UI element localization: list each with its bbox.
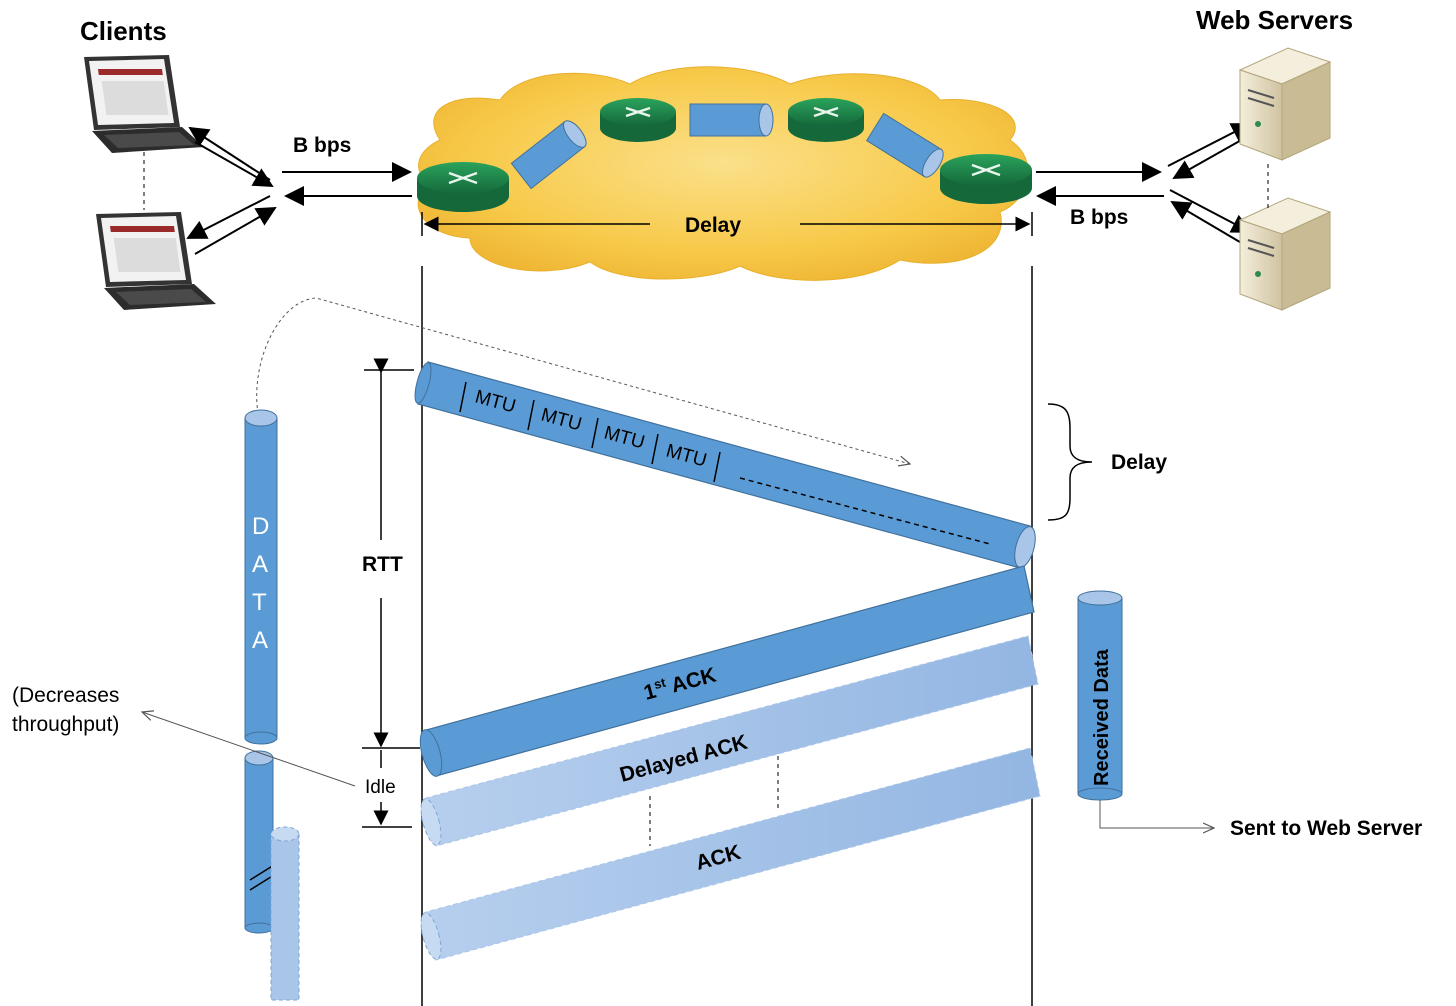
router-icon xyxy=(600,98,676,142)
delay-brace xyxy=(1047,403,1093,521)
decreases-throughput-label-line1: (Decreases xyxy=(12,684,119,707)
data-flow-dashed-arrow xyxy=(256,297,910,464)
bandwidth-left-label: B bps xyxy=(293,134,351,157)
client-arrows xyxy=(186,126,412,255)
network-link-pipes xyxy=(510,103,944,190)
clients-title: Clients xyxy=(80,16,167,46)
server-icon xyxy=(1238,47,1332,161)
data-letter: A xyxy=(252,551,268,578)
router-icon xyxy=(940,154,1032,204)
delayed-ack-pipe xyxy=(420,635,1039,847)
received-data-label: Received Data xyxy=(1091,648,1113,786)
idle-marker xyxy=(362,750,412,828)
throughput-pointer-arrow xyxy=(142,712,356,787)
data-letter: D xyxy=(252,513,269,540)
ack-pipe xyxy=(420,747,1041,961)
router-icon xyxy=(417,162,509,212)
router-icon xyxy=(788,98,864,142)
side-delay-label: Delay xyxy=(1111,451,1167,474)
network-delay-label: Delay xyxy=(685,214,741,237)
decreases-throughput-label-line2: throughput) xyxy=(12,713,119,736)
data-cylinder xyxy=(244,409,278,745)
mtu-data-pipe xyxy=(414,361,1036,569)
cloud-icon xyxy=(417,66,1029,281)
data-letter: T xyxy=(252,589,267,616)
sent-to-server-arrow xyxy=(1099,800,1214,828)
data-cylinder-pending xyxy=(270,826,300,1001)
idle-label: Idle xyxy=(365,777,396,798)
network-delay-span xyxy=(421,212,1033,236)
laptop-icon xyxy=(84,55,204,153)
sent-to-web-server-label: Sent to Web Server xyxy=(1230,817,1422,840)
web-servers-title: Web Servers xyxy=(1196,5,1353,35)
first-ack-pipe xyxy=(419,565,1035,777)
bandwidth-right-label: B bps xyxy=(1070,206,1128,229)
data-letter: A xyxy=(252,627,268,654)
server-icon xyxy=(1238,197,1332,311)
data-cylinder-continued xyxy=(244,750,283,934)
server-arrows xyxy=(1036,123,1253,249)
rtt-label: RTT xyxy=(362,553,403,576)
laptop-icon xyxy=(96,212,216,310)
rtt-marker xyxy=(362,358,420,749)
